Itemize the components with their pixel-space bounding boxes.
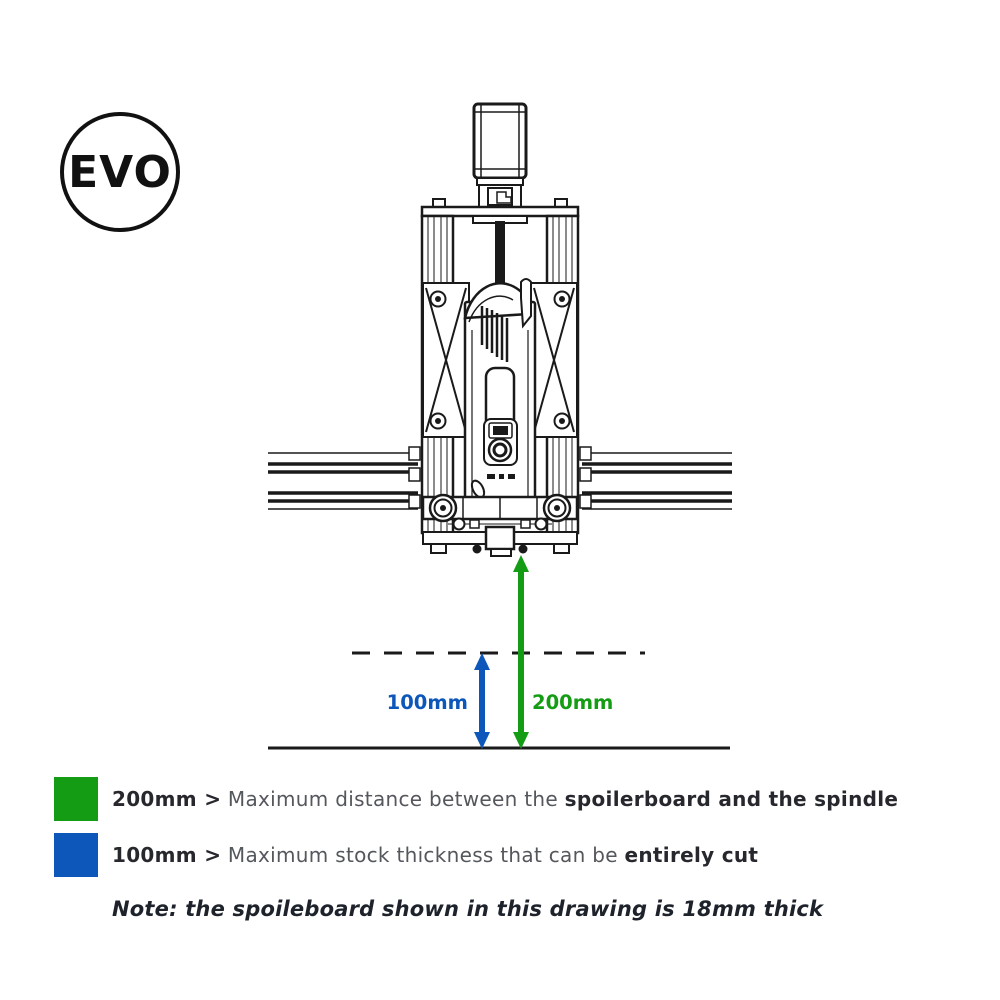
- legend-row-100mm: 100mm > Maximum stock thickness that can…: [54, 833, 758, 877]
- gantry-rail-left: [268, 446, 421, 510]
- clamp-bar: [421, 493, 579, 523]
- green-swatch: [54, 777, 98, 821]
- blue-arrow-label: 100mm: [387, 691, 468, 714]
- evo-logo-text: EVO: [68, 146, 172, 198]
- blue-dimension-arrow: [474, 653, 490, 749]
- legend-text-100mm: 100mm > Maximum stock thickness that can…: [112, 843, 758, 867]
- legend-value: 100mm >: [112, 843, 222, 867]
- lead-screw: [495, 221, 505, 285]
- spindle: [463, 278, 537, 500]
- legend-row-200mm: 200mm > Maximum distance between the spo…: [54, 777, 898, 821]
- gantry-rail-right: [579, 446, 732, 510]
- collet-nut: [490, 548, 512, 557]
- legend-value: 200mm >: [112, 787, 222, 811]
- brace-plate-left: [422, 282, 470, 438]
- dimension-annotations: 100mm 200mm: [268, 555, 730, 750]
- stepper-motor: [472, 102, 528, 186]
- legend-desc: Maximum distance between the: [227, 787, 558, 811]
- top-plate: [420, 198, 580, 224]
- legend-text-200mm: 200mm > Maximum distance between the spo…: [112, 787, 898, 811]
- speed-knob: [487, 437, 513, 463]
- evo-logo: EVO: [60, 112, 180, 232]
- collet-housing: [484, 525, 516, 551]
- blue-swatch: [54, 833, 98, 877]
- shaft-coupler: [478, 184, 522, 208]
- legend-emphasis: spoilerboard and the spindle: [564, 787, 899, 811]
- legend-emphasis: entirely cut: [624, 843, 759, 867]
- legend-desc: Maximum stock thickness that can be: [227, 843, 618, 867]
- green-dimension-arrow: [513, 555, 529, 749]
- brace-plate-right: [530, 282, 578, 438]
- green-arrow-label: 200mm: [532, 691, 613, 714]
- thickness-note: Note: the spoileboard shown in this draw…: [112, 897, 824, 921]
- bottom-assembly: [422, 517, 578, 557]
